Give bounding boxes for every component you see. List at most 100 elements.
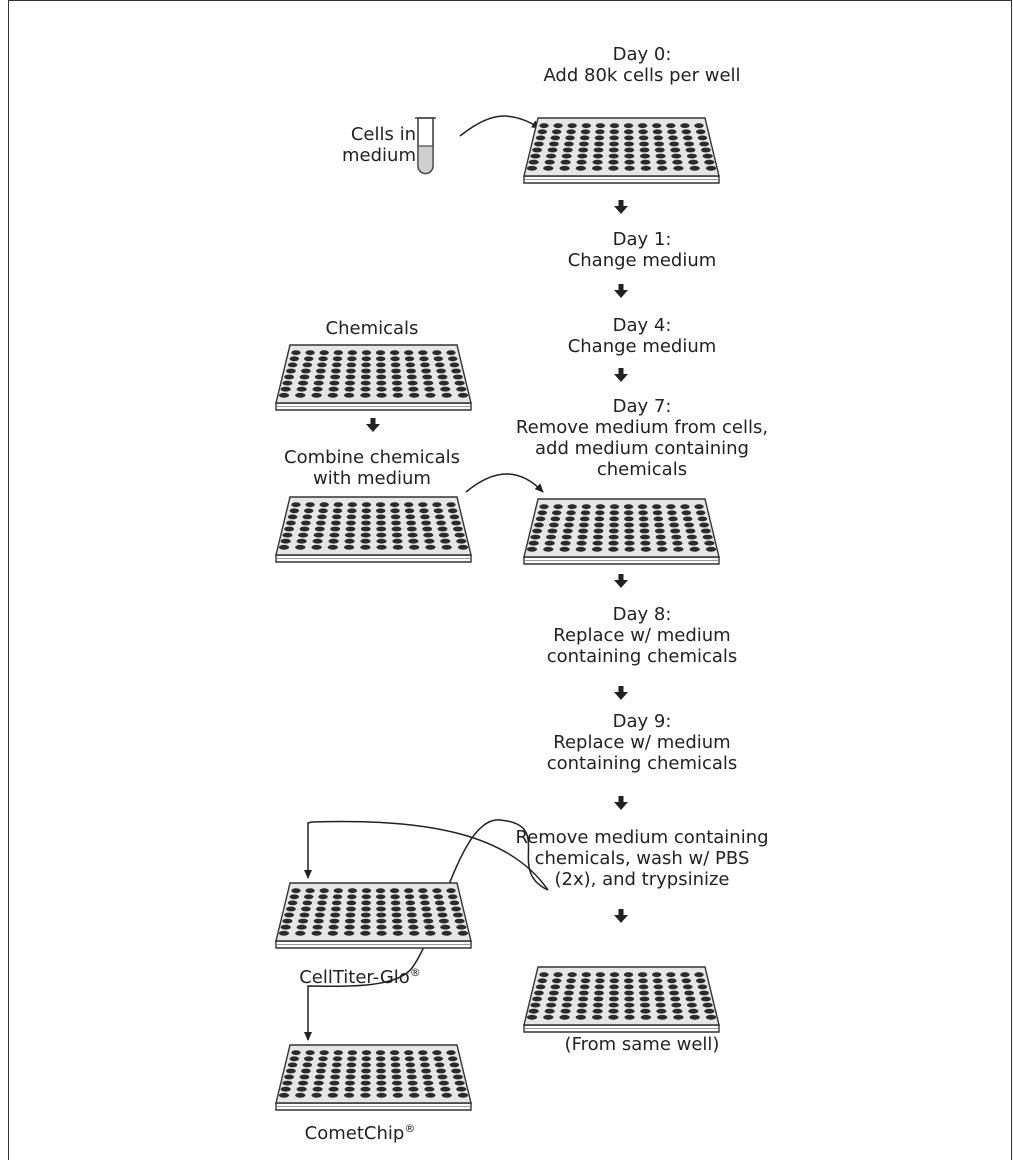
well bbox=[391, 532, 403, 538]
well bbox=[702, 534, 713, 540]
well bbox=[318, 1056, 328, 1062]
well bbox=[704, 540, 715, 546]
well bbox=[392, 1086, 403, 1092]
well bbox=[436, 368, 446, 374]
well bbox=[376, 906, 386, 912]
well bbox=[391, 526, 402, 532]
well bbox=[695, 510, 706, 516]
well bbox=[347, 502, 358, 508]
well bbox=[638, 516, 649, 522]
well bbox=[331, 900, 342, 906]
well bbox=[543, 1014, 554, 1020]
well bbox=[539, 123, 549, 129]
well bbox=[447, 894, 458, 900]
well bbox=[313, 380, 324, 386]
well bbox=[404, 356, 415, 362]
well bbox=[579, 984, 590, 990]
well bbox=[328, 1086, 339, 1092]
chemicals-label: Chemicals bbox=[325, 318, 419, 339]
well bbox=[360, 392, 371, 398]
well bbox=[361, 520, 371, 526]
well bbox=[432, 1050, 442, 1056]
well bbox=[391, 520, 401, 526]
well bbox=[447, 356, 458, 362]
well bbox=[608, 540, 619, 546]
well bbox=[434, 362, 445, 368]
well bbox=[438, 1080, 449, 1086]
well bbox=[360, 1080, 371, 1086]
well bbox=[565, 516, 575, 522]
test-tube-icon bbox=[415, 117, 436, 175]
well bbox=[666, 972, 676, 978]
well bbox=[405, 514, 416, 520]
well bbox=[327, 392, 338, 398]
well bbox=[638, 129, 648, 135]
well bbox=[438, 380, 449, 386]
well bbox=[655, 1002, 666, 1008]
well bbox=[654, 990, 664, 996]
well bbox=[562, 147, 573, 153]
well bbox=[314, 912, 325, 918]
well bbox=[456, 924, 467, 930]
well bbox=[432, 502, 442, 508]
well bbox=[312, 538, 323, 544]
well bbox=[666, 123, 676, 129]
well bbox=[671, 1002, 682, 1008]
well bbox=[451, 906, 461, 912]
well bbox=[280, 538, 291, 544]
well bbox=[425, 392, 436, 398]
well bbox=[526, 546, 538, 552]
well bbox=[623, 504, 634, 510]
well bbox=[375, 508, 386, 514]
well bbox=[608, 153, 619, 159]
well bbox=[591, 546, 603, 552]
well bbox=[446, 502, 456, 508]
well bbox=[295, 544, 306, 550]
well bbox=[376, 368, 386, 374]
well bbox=[575, 1014, 586, 1020]
well bbox=[278, 1092, 290, 1098]
well bbox=[704, 1008, 715, 1014]
well bbox=[551, 510, 562, 516]
well bbox=[303, 1056, 314, 1062]
well bbox=[700, 996, 711, 1002]
well bbox=[317, 900, 327, 906]
well bbox=[656, 1008, 667, 1014]
well bbox=[624, 996, 635, 1002]
well bbox=[318, 356, 328, 362]
well bbox=[550, 516, 561, 522]
well bbox=[360, 538, 371, 544]
well bbox=[302, 362, 313, 368]
well bbox=[405, 900, 416, 906]
well bbox=[560, 1008, 571, 1014]
well bbox=[376, 1068, 386, 1074]
well bbox=[376, 514, 386, 520]
well bbox=[685, 996, 696, 1002]
well bbox=[346, 362, 357, 368]
well bbox=[424, 924, 435, 930]
well bbox=[295, 392, 306, 398]
well bbox=[592, 1008, 603, 1014]
well bbox=[689, 165, 700, 171]
well bbox=[313, 1080, 324, 1086]
well bbox=[656, 540, 667, 546]
well bbox=[457, 544, 469, 550]
well bbox=[423, 532, 434, 538]
well bbox=[409, 930, 420, 936]
well bbox=[433, 894, 444, 900]
well bbox=[312, 1086, 323, 1092]
well bbox=[289, 894, 300, 900]
well bbox=[291, 1050, 301, 1056]
well bbox=[685, 528, 696, 534]
well bbox=[699, 990, 709, 996]
well bbox=[376, 520, 386, 526]
well bbox=[609, 990, 619, 996]
well bbox=[637, 504, 648, 510]
well bbox=[547, 528, 558, 534]
well bbox=[579, 141, 589, 147]
well bbox=[591, 165, 603, 171]
well bbox=[639, 528, 650, 534]
well bbox=[537, 129, 548, 135]
well bbox=[456, 1086, 467, 1092]
well bbox=[390, 514, 401, 520]
